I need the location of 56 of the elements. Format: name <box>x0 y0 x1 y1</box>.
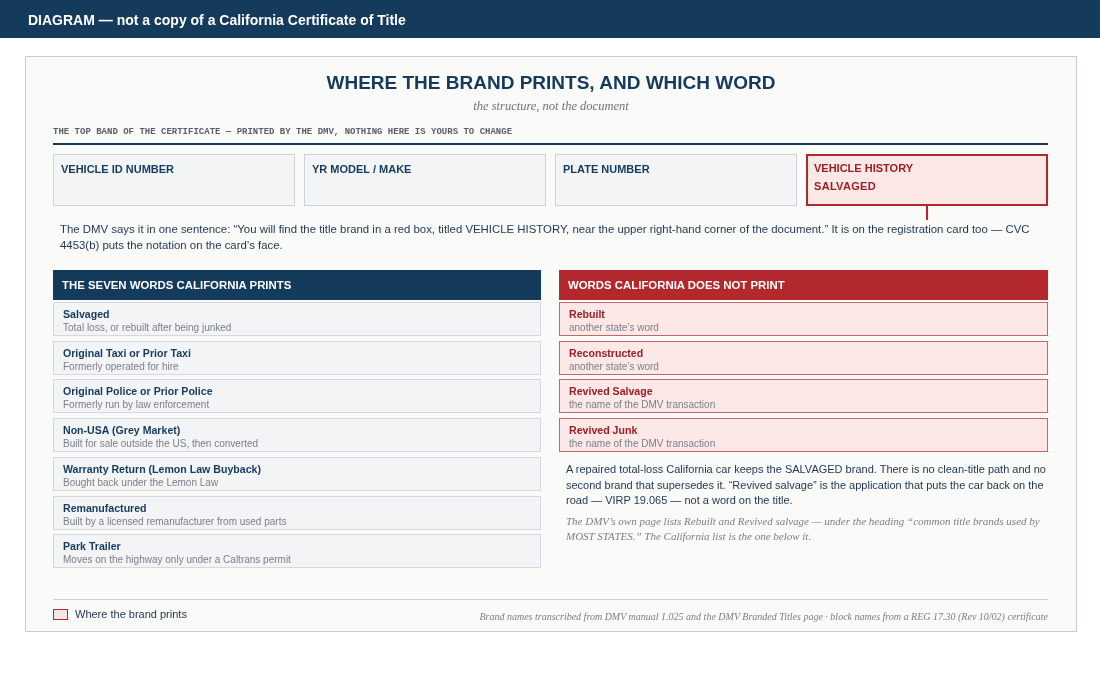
term-heading: Rebuilt <box>569 307 606 321</box>
term-heading: Original Taxi or Prior Taxi <box>63 345 192 360</box>
diagram-title: WHERE THE BRAND PRINTS, AND WHICH WORD <box>325 72 777 94</box>
term-description: Built for sale outside the US, then converted <box>63 437 260 451</box>
section-heading: THE TOP BAND OF THE CERTIFICATE — PRINTED BY THE DMV, NOTHING HERE IS YOURS TO CHANGE <box>53 127 514 137</box>
term-card <box>53 340 541 375</box>
italic-note: The DMV’s own page lists Rebuilt and Revived salvage — under the heading “common title brands used by MOST STATES.” The California list is the one below it. <box>566 514 1041 544</box>
term-heading: Park Trailer <box>63 539 122 554</box>
panel-header <box>559 270 1048 300</box>
term-card <box>53 456 541 491</box>
term-card <box>559 302 1048 336</box>
term-heading: Salvaged <box>63 307 111 321</box>
term-description: Formerly run by law enforcement <box>63 398 211 412</box>
body-text: A repaired total-loss California car keeps the SALVAGED brand. There is no clean-title path and no second brand that supersedes it. “Revived salvage” is the application that puts the car back on the road — VIRP 19.065 — not a word on the title. <box>566 462 1047 508</box>
block-label: YR MODEL / MAKE <box>312 162 413 176</box>
term-heading: Non-USA (Grey Market) <box>63 423 182 438</box>
term-description: Formerly operated for hire <box>63 359 180 373</box>
term-heading: Revived Salvage <box>569 384 654 399</box>
term-heading: Warranty Return (Lemon Law Buyback) <box>63 461 262 476</box>
panel-heading: WORDS CALIFORNIA DOES NOT PRINT <box>568 278 786 293</box>
body-text: The DMV says it in one sentence: “You will find the title brand in a red box, titled VEHICLE HISTORY, near the upper right-hand corner of the document.” It is on the registration card too — CVC 4453(b) puts the notation on the card’s face. <box>60 220 1045 253</box>
term-card <box>559 418 1048 453</box>
history-block <box>806 154 1048 206</box>
term-description: another state’s word <box>569 359 660 373</box>
term-heading: Reconstructed <box>569 345 645 360</box>
status-word: SALVAGED <box>814 179 877 193</box>
term-card <box>53 379 541 414</box>
term-card <box>53 495 541 530</box>
block-label: VEHICLE HISTORY <box>814 161 915 175</box>
leader-line <box>926 205 928 221</box>
term-description: the name of the DMV transaction <box>569 398 717 412</box>
term-description: Built by a licensed remanufacturer from used parts <box>63 514 288 528</box>
header-title: DIAGRAM — not a copy of a California Certificate of Title <box>28 12 406 28</box>
term-card <box>53 534 541 569</box>
term-card <box>559 379 1048 414</box>
subtitle: the structure, not the document <box>472 99 630 114</box>
term-description: Moves on the highway only under a Caltrans permit <box>63 553 292 567</box>
term-description: the name of the DMV transaction <box>569 437 717 451</box>
term-card <box>559 340 1048 375</box>
panel-heading: THE SEVEN WORDS CALIFORNIA PRINTS <box>62 278 293 293</box>
term-card <box>53 418 541 453</box>
block-label: VEHICLE ID NUMBER <box>61 162 176 176</box>
certificate-block <box>304 154 546 206</box>
term-card <box>53 302 541 336</box>
term-description: another state’s word <box>569 321 660 334</box>
term-heading: Remanufactured <box>63 500 148 515</box>
term-description: Bought back under the Lemon Law <box>63 475 220 489</box>
block-label: PLATE NUMBER <box>563 162 651 176</box>
certificate-block <box>53 154 295 206</box>
certificate-block <box>555 154 797 206</box>
legend-label: Where the brand prints <box>75 608 187 620</box>
term-heading: Revived Junk <box>569 423 639 438</box>
term-description: Total loss, or rebuilt after being junked <box>63 321 233 334</box>
term-heading: Original Police or Prior Police <box>63 384 214 399</box>
panel-header <box>53 270 541 300</box>
source-note: Brand names transcribed from DMV manual 1.025 and the DMV Branded Titles page · block names from a REG 17.30 (Rev 10/02) certificate <box>478 611 1048 622</box>
